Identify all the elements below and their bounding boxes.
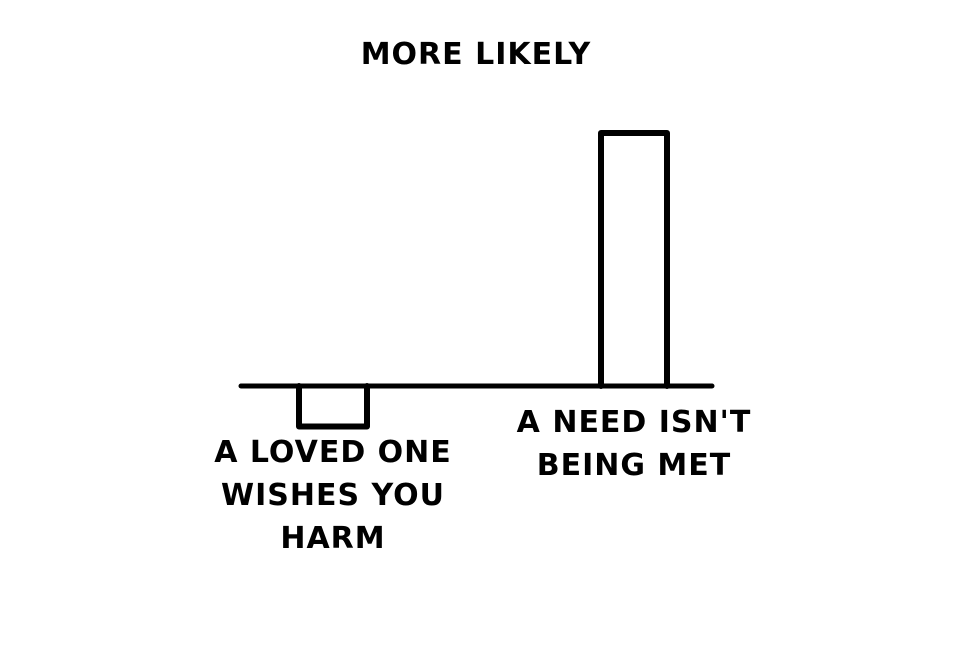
bar-1 (296, 383, 370, 430)
category-label-2: A NEED ISN'T BEING MET (517, 405, 752, 483)
category-label-1: A LOVED ONE WISHES YOU HARM (214, 435, 452, 556)
category-label-line: A NEED ISN'T (517, 405, 752, 440)
category-label-line: BEING MET (537, 448, 732, 483)
bar-2 (598, 130, 670, 389)
category-label-line: WISHES YOU (221, 478, 445, 513)
category-label-line: HARM (280, 521, 385, 556)
chart-title: MORE LIKELY (361, 37, 592, 72)
category-label-line: A LOVED ONE (214, 435, 452, 470)
category-labels: A LOVED ONE WISHES YOU HARM A NEED ISN'T BEI… (214, 405, 752, 556)
bars-layer (296, 130, 670, 430)
